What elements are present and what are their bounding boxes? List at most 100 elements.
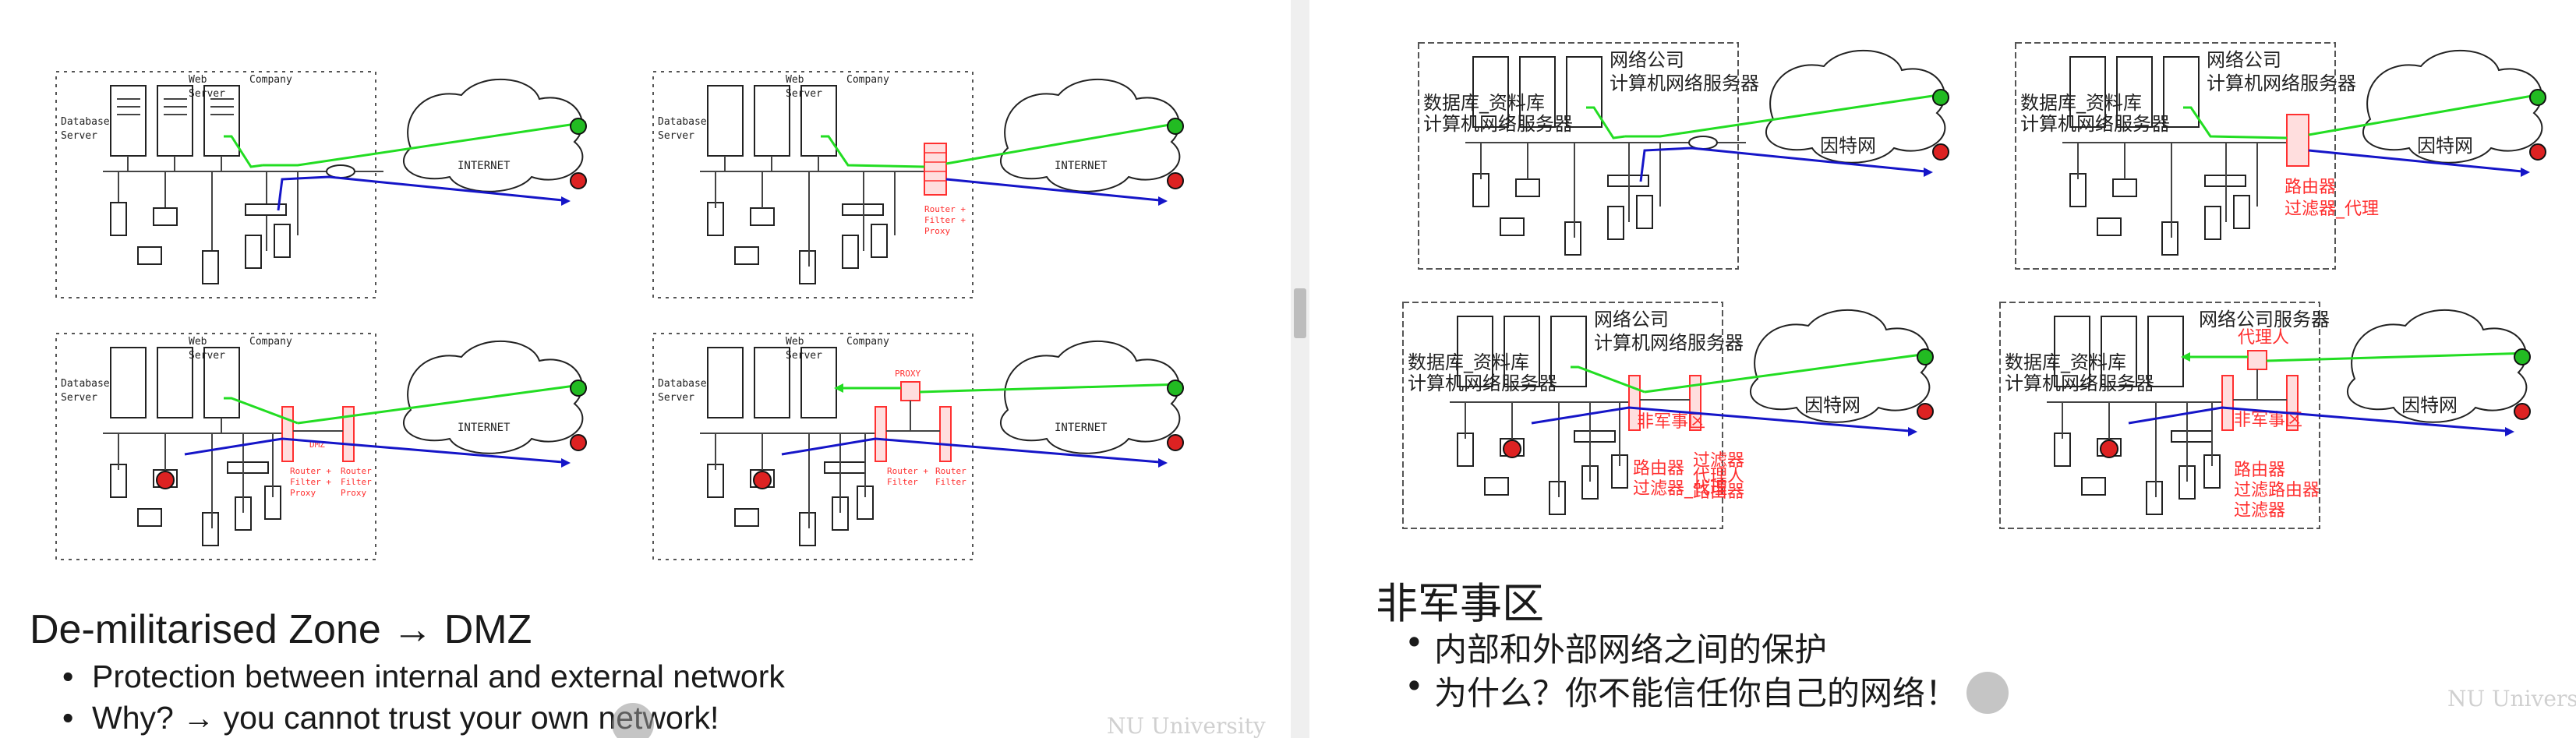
web-label: Web <box>786 74 804 86</box>
network-diagram: PROXY Router + Filter Router Filter INTE… <box>652 333 1184 560</box>
db-server-label: 计算机网络服务器 <box>2005 373 2154 394</box>
web-label: Web <box>786 336 804 348</box>
server-label: Server <box>786 88 822 100</box>
fw1-label-2: 过滤器_代理 <box>1633 479 1727 499</box>
bullet-dot-icon: • <box>62 700 74 736</box>
database-label: Database <box>61 378 110 390</box>
server-label: Server <box>189 88 225 100</box>
network-diagram: Router + Filter + Proxy INTERNET Company… <box>652 71 1184 298</box>
company-label: Company <box>846 74 889 86</box>
fw1-label-1: Router + <box>887 466 928 476</box>
db-server-label: Server <box>61 130 97 142</box>
diagram-panel-basic: 因特网 网络公司 计算机网络服务器 数据库_资料库 计算机网络服务器 <box>1418 42 1964 277</box>
web-label: Web <box>189 336 207 348</box>
fw2-label-2: Filter <box>935 477 966 487</box>
database-label: Database <box>658 378 707 390</box>
slide-right-chinese: 因特网 网络公司 计算机网络服务器 数据库_资料库 计算机网络服务器 <box>1309 0 2576 738</box>
fw2-label-2: 代理人 <box>1693 467 1744 486</box>
db-server-label: Server <box>658 392 694 404</box>
network-diagram: INTERNET Company Web Server Database Ser… <box>55 71 587 298</box>
slide-heading: De-militarised Zone → DMZ <box>30 607 532 652</box>
bullet-text: 为什么？你不能信任你自己的网络！ <box>1434 674 1959 712</box>
db-server-label: Server <box>61 392 97 404</box>
fw2-label-1: Router <box>341 466 372 476</box>
proxy-label: PROXY <box>895 369 921 379</box>
database-label: Database <box>61 116 110 128</box>
slide-heading: 非军事区 <box>1376 579 1544 628</box>
db-server-label: Server <box>658 130 694 142</box>
network-diagram: 路由器 过滤器_代理 因特网 网络公司 计算机网络服务器 数据库_资料库 计算机… <box>2015 42 2546 270</box>
fw2-label-2: Filter <box>341 477 372 487</box>
network-diagram: 代理人 非军事区 路由器 过滤路由器 过滤器 因特网 网络公司服务器 数据库_资… <box>1999 302 2531 529</box>
diagram-panel-dmz: 非军事区 路由器 过滤器_代理 过滤器 代理人 路由器 因特网 网络公司 计算机… <box>1402 302 1949 536</box>
fw1-label-2: Filter <box>887 477 918 487</box>
company-label: 网络公司服务器 <box>2199 309 2330 330</box>
company-label: 网络公司 <box>2207 49 2281 71</box>
bullet-text: 内部和外部网络之间的保护 <box>1434 630 1828 669</box>
company-label: 网络公司 <box>1594 309 1669 330</box>
network-diagram: DMZ Router + Filter + Proxy Router Filte… <box>55 333 587 560</box>
db-server-label: 计算机网络服务器 <box>1408 373 1557 394</box>
database-label: 数据库_资料库 <box>2020 92 2142 114</box>
fw-label-2: Filter + <box>924 215 966 225</box>
bullet-dot-icon: • <box>1405 623 1424 662</box>
diagram-panel-firewall: 路由器 过滤器_代理 因特网 网络公司 计算机网络服务器 数据库_资料库 计算机… <box>2015 42 2561 277</box>
web-server-label: 计算机网络服务器 <box>1594 332 1744 354</box>
bullet-item: • 为什么？你不能信任你自己的网络！ <box>1405 667 1959 715</box>
fw2-label-1: Router <box>935 466 966 476</box>
web-server-label: 计算机网络服务器 <box>2207 72 2356 94</box>
internet-label: INTERNET <box>458 422 511 434</box>
fw-label-3: 过滤器 <box>2234 501 2285 521</box>
bullet-text: Protection between internal and external… <box>92 659 785 694</box>
university-watermark-logo: NU University <box>2447 686 2576 712</box>
bullet-dot-icon: • <box>1405 667 1424 705</box>
company-label: Company <box>249 74 292 86</box>
server-label: Server <box>189 350 225 362</box>
pointer-cursor-icon <box>1966 672 2009 714</box>
internet-label: 因特网 <box>2417 135 2473 157</box>
web-label: Web <box>189 74 207 86</box>
fw-label-2: 过滤器_代理 <box>2284 200 2379 219</box>
internet-label: INTERNET <box>458 160 511 172</box>
fw2-label-3: 路由器 <box>1693 482 1744 502</box>
database-label: 数据库_资料库 <box>2005 351 2126 373</box>
network-diagram: 非军事区 路由器 过滤器_代理 过滤器 代理人 路由器 因特网 网络公司 计算机… <box>1402 302 1934 529</box>
fw1-label-2: Filter + <box>290 477 331 487</box>
fw-label-1: 路由器 <box>2284 178 2336 197</box>
slide-left-english: INTERNET Company Web Server Database Ser… <box>30 71 1266 738</box>
fw1-label-1: Router + <box>290 466 331 476</box>
dmz-label: 非军事区 <box>1637 412 1705 432</box>
db-server-label: 计算机网络服务器 <box>1423 113 1573 135</box>
diagram-panel-dmz: DMZ Router + Filter + Proxy Router Filte… <box>55 333 602 567</box>
pointer-cursor-icon <box>612 703 654 738</box>
company-label: 网络公司 <box>1610 49 1684 71</box>
diagram-panel-firewall: Router + Filter + Proxy INTERNET Company… <box>652 71 1199 305</box>
web-server-label: 计算机网络服务器 <box>1610 72 1759 94</box>
fw-label-1: Router + <box>924 204 966 214</box>
bullet-item: • 内部和外部网络之间的保护 <box>1405 623 1828 671</box>
company-label: Company <box>846 336 889 348</box>
database-label: 数据库_资料库 <box>1423 92 1545 114</box>
internet-label: 因特网 <box>2401 394 2458 416</box>
fw2-label-3: Proxy <box>341 488 366 498</box>
company-label: Company <box>249 336 292 348</box>
fw1-label-1: 路由器 <box>1633 459 1684 478</box>
fw2-label-1: 过滤器 <box>1693 451 1744 471</box>
proxy-label: 代理人 <box>2238 328 2289 348</box>
university-watermark-logo: NU University <box>1107 713 1266 738</box>
db-server-label: 计算机网络服务器 <box>2020 113 2170 135</box>
scrollbar-thumb[interactable] <box>1294 288 1306 338</box>
diagram-panel-proxy: PROXY Router + Filter Router Filter INTE… <box>652 333 1199 567</box>
split-divider[interactable] <box>1291 0 1309 738</box>
network-diagram: 因特网 网络公司 计算机网络服务器 数据库_资料库 计算机网络服务器 <box>1418 42 1949 270</box>
internet-label: INTERNET <box>1055 422 1108 434</box>
internet-label: 因特网 <box>1804 394 1860 416</box>
internet-label: INTERNET <box>1055 160 1108 172</box>
diagram-panel-basic: INTERNET Company Web Server Database Ser… <box>55 71 602 305</box>
diagram-panel-proxy: 代理人 非军事区 路由器 过滤路由器 过滤器 因特网 网络公司服务器 数据库_资… <box>1999 302 2546 536</box>
database-label: Database <box>658 116 707 128</box>
fw-label-2: 过滤路由器 <box>2234 481 2320 500</box>
bullet-dot-icon: • <box>62 659 74 694</box>
internet-label: 因特网 <box>1820 135 1876 157</box>
fw-label-1: 路由器 <box>2234 461 2285 480</box>
